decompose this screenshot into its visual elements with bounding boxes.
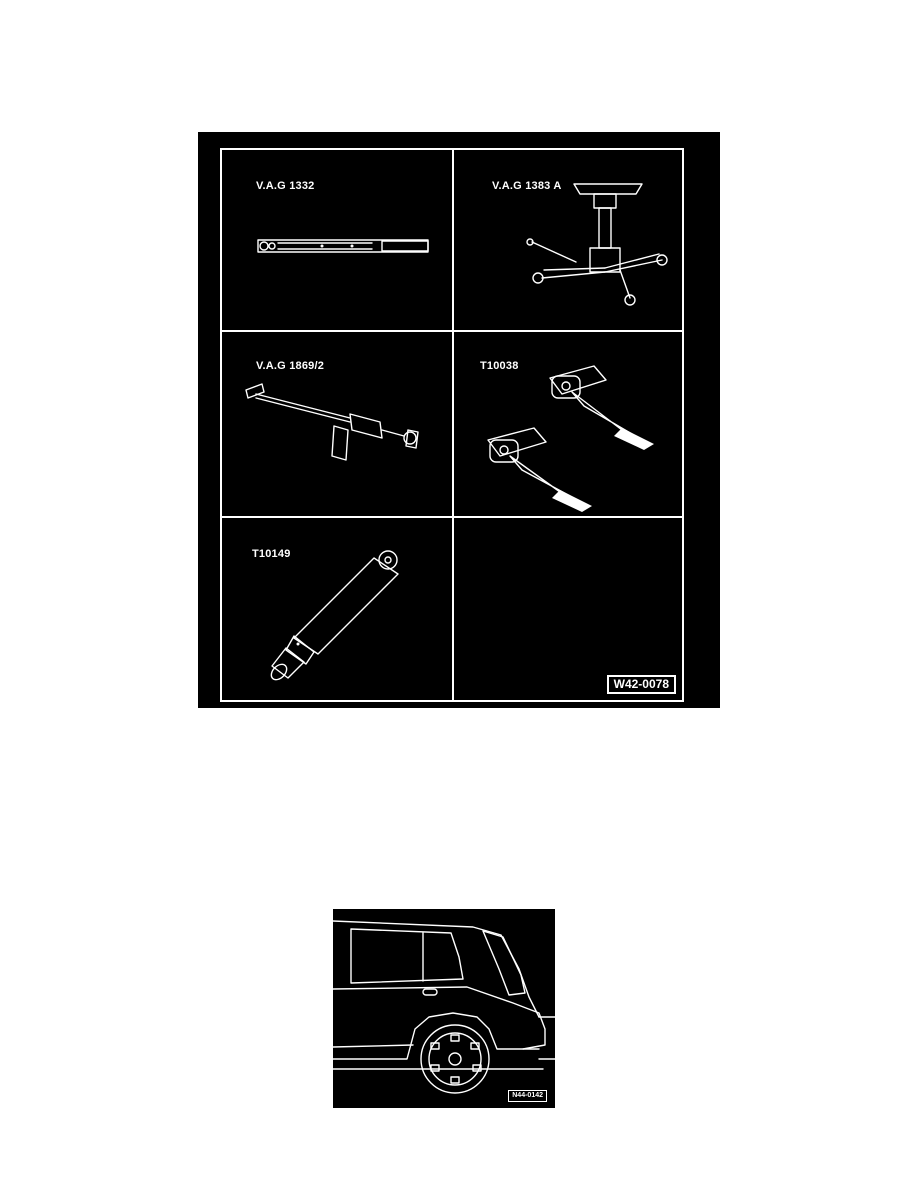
tool-cell-vag-1332: V.A.G 1332 [222, 150, 454, 332]
tool-label: T10038 [480, 360, 519, 372]
vehicle-rear-drawing [333, 920, 555, 1094]
tool-cell-vag-1869-2: V.A.G 1869/2 [222, 332, 454, 518]
transmission-jack-drawing [526, 183, 668, 306]
tool-cell-empty: W42-0078 [454, 518, 682, 700]
tool-label: V.A.G 1869/2 [256, 360, 325, 372]
brake-pedal-depressor-drawing [245, 383, 419, 461]
tools-grid: V.A.G 1332 V.A.G 1383 A [220, 148, 684, 702]
tool-label: V.A.G 1332 [256, 180, 315, 192]
tensioning-strap-drawing [487, 365, 654, 512]
figure-reference-code: W42-0078 [606, 675, 676, 694]
tool-cell-t10038: T10038 [454, 332, 682, 518]
tool-label: T10149 [252, 548, 291, 560]
special-tools-figure: V.A.G 1332 V.A.G 1383 A [198, 132, 720, 708]
tool-label: V.A.G 1383 A [492, 180, 562, 192]
tool-cell-vag-1383a: V.A.G 1383 A [454, 150, 682, 332]
figure-reference-code: N44-0142 [508, 1090, 547, 1102]
support-rod-drawing [270, 550, 399, 681]
tool-cell-t10149: T10149 [222, 518, 454, 700]
rear-vehicle-height-figure: a N44-0142 [333, 909, 555, 1108]
torque-wrench-drawing [257, 239, 429, 253]
